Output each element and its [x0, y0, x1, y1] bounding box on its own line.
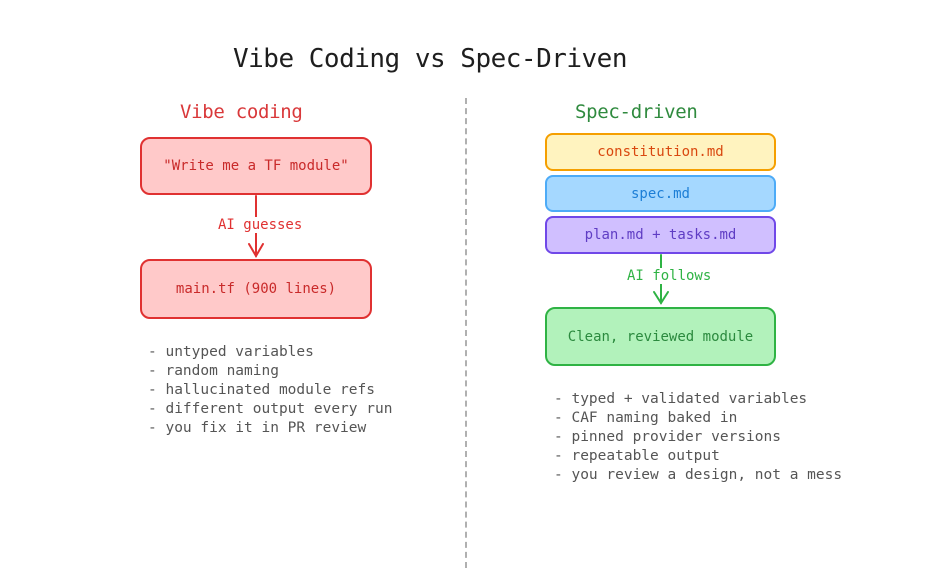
list-item: - untyped variables: [148, 344, 314, 360]
list-item: - hallucinated module refs: [148, 382, 375, 398]
list-item: - typed + validated variables: [554, 391, 808, 407]
page-title: Vibe Coding vs Spec-Driven: [233, 44, 628, 74]
spec-edge-label: AI follows: [625, 268, 714, 284]
vibe-edge-label: AI guesses: [216, 217, 305, 233]
spec-heading: Spec-driven: [575, 101, 698, 123]
column-divider: [465, 98, 467, 568]
plan-tasks-box: plan.md + tasks.md: [545, 216, 776, 254]
list-item: - repeatable output: [554, 448, 720, 464]
list-item: - you fix it in PR review: [148, 420, 367, 436]
vibe-result-box: main.tf (900 lines): [140, 259, 372, 319]
vibe-bullet-list: - untyped variables - random naming - ha…: [148, 343, 392, 438]
list-item: - pinned provider versions: [554, 429, 781, 445]
vibe-prompt-box: "Write me a TF module": [140, 137, 372, 195]
list-item: - you review a design, not a mess: [554, 467, 843, 483]
list-item: - CAF naming baked in: [554, 410, 738, 426]
vibe-heading: Vibe coding: [180, 101, 303, 123]
list-item: - different output every run: [148, 401, 393, 417]
spec-bullet-list: - typed + validated variables - CAF nami…: [554, 390, 842, 485]
spec-result-box: Clean, reviewed module: [545, 307, 776, 366]
list-item: - random naming: [148, 363, 279, 379]
constitution-box: constitution.md: [545, 133, 776, 171]
spec-box: spec.md: [545, 175, 776, 212]
